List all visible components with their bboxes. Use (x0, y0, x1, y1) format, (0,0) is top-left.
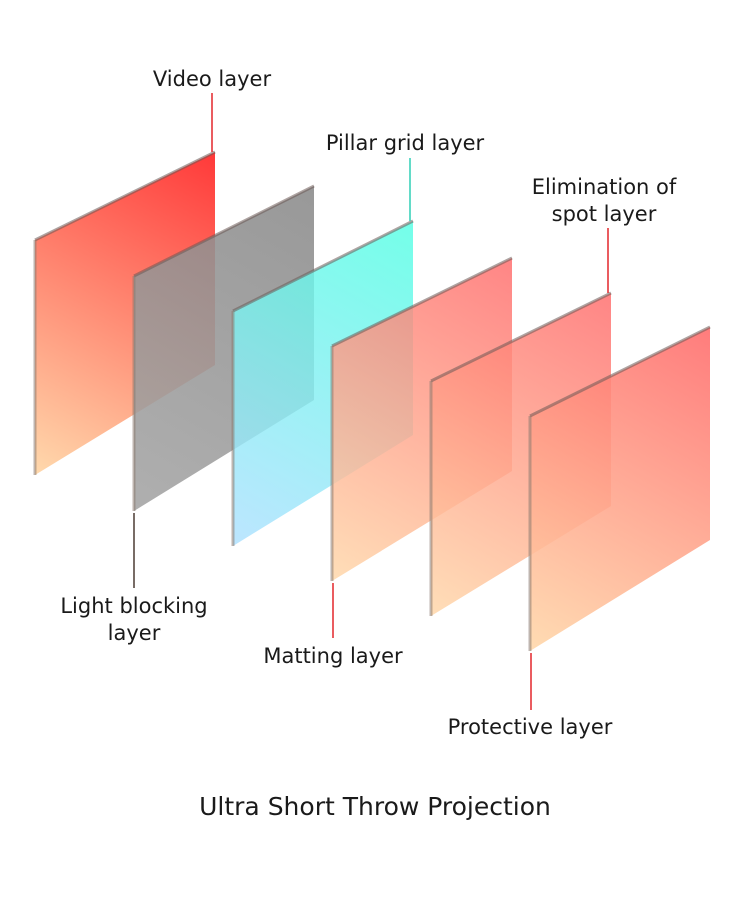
label-elimination-line1: Elimination of (531, 175, 677, 199)
video-layer-face (35, 152, 215, 475)
elimination-of-spot-layer-top-edge (430, 291, 612, 383)
light-blocking-layer-top-edge (133, 184, 315, 278)
label-protective-line1: Protective layer (447, 715, 613, 739)
label-matting-line1: Matting layer (263, 644, 403, 668)
label-matting-layer: Matting layer (263, 643, 402, 670)
label-light-blocking-layer: Light blocking layer (60, 593, 207, 647)
label-light-blocking-line1: Light blocking (60, 594, 208, 618)
protective-layer-panel (528, 325, 711, 651)
label-video-layer: Video layer (153, 66, 271, 93)
protective-layer-top-edge (529, 325, 711, 418)
matting-layer-face (332, 258, 512, 581)
video-layer-panel (33, 150, 216, 475)
matting-layer-panel (330, 256, 513, 581)
protective-layer-face (530, 327, 710, 651)
label-pillar-grid-layer: Pillar grid layer (326, 130, 484, 157)
label-pillar-grid-line1: Pillar grid layer (325, 131, 485, 155)
label-light-blocking-line2: layer (107, 621, 161, 645)
pillar-grid-layer-panel (231, 219, 414, 546)
light-blocking-layer-face (134, 186, 314, 511)
matting-layer-top-edge (331, 256, 513, 348)
video-layer-top-edge (34, 150, 216, 242)
light-blocking-layer-panel (132, 184, 315, 511)
label-protective-layer: Protective layer (448, 714, 613, 741)
diagram-caption: Ultra Short Throw Projection (199, 792, 551, 821)
elimination-of-spot-layer-face (431, 293, 611, 616)
elimination-of-spot-layer-panel (429, 291, 612, 616)
pillar-grid-layer-face (233, 221, 413, 546)
label-elimination-of-spot-layer: Elimination of spot layer (532, 174, 677, 228)
pillar-grid-layer-top-edge (232, 219, 414, 313)
label-elimination-line2: spot layer (551, 202, 657, 226)
label-video-line1: Video layer (152, 67, 272, 91)
